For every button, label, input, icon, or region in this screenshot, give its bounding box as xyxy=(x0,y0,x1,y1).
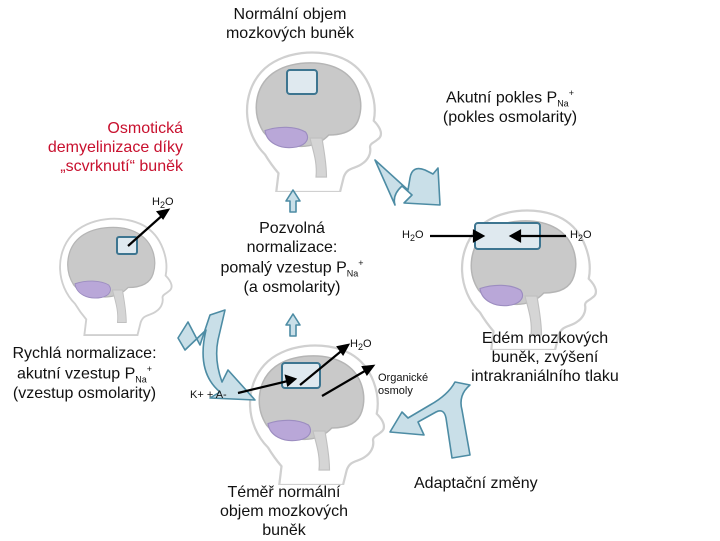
head-top xyxy=(245,51,383,192)
label-adaptive-changes: Adaptační změny xyxy=(414,475,538,492)
head-left xyxy=(59,217,173,337)
label-rapid-normalization: Rychlá normalizace: akutní vzestup PNa+ … xyxy=(12,345,157,402)
label-edema: Edém mozkových buněk, zvýšení intrakrani… xyxy=(471,330,619,385)
ion-arrow xyxy=(237,378,293,395)
label-h2o-left: H2O xyxy=(152,196,174,211)
label-h2o-right-a: H2O xyxy=(402,229,424,244)
water-arrowhead-left xyxy=(155,208,171,220)
label-h2o-right-b: H2O xyxy=(570,229,592,244)
label-ions: K+ + A- xyxy=(190,389,227,401)
ventricle-top xyxy=(286,69,318,95)
label-acute-drop: Akutní pokles PNa+ (pokles osmolarity) xyxy=(442,88,578,127)
water-arrow-bottom xyxy=(299,347,346,386)
curved-arrow-left xyxy=(177,309,256,401)
up-arrow-middle xyxy=(285,313,301,337)
label-osmotic-demyelination: Osmotická demyelinizace díky „scvrknutí“… xyxy=(47,120,183,175)
label-normal-volume: Normální objem mozkových buněk xyxy=(225,6,355,42)
osmole-arrow xyxy=(321,367,371,397)
label-organic-osmoles: Organické osmoly xyxy=(378,372,429,397)
curved-arrow-top-right xyxy=(374,159,441,206)
label-near-normal-volume: Téměř normální objem mozkových buněk xyxy=(219,484,349,539)
label-h2o-bottom: H2O xyxy=(350,338,372,353)
curved-arrow-bottom-right xyxy=(389,381,471,459)
water-arrow-left xyxy=(127,212,166,247)
up-arrow-top xyxy=(285,189,301,213)
label-slow-normalization: Pozvolná normalizace: pomalý vzestup PNa… xyxy=(220,220,364,296)
